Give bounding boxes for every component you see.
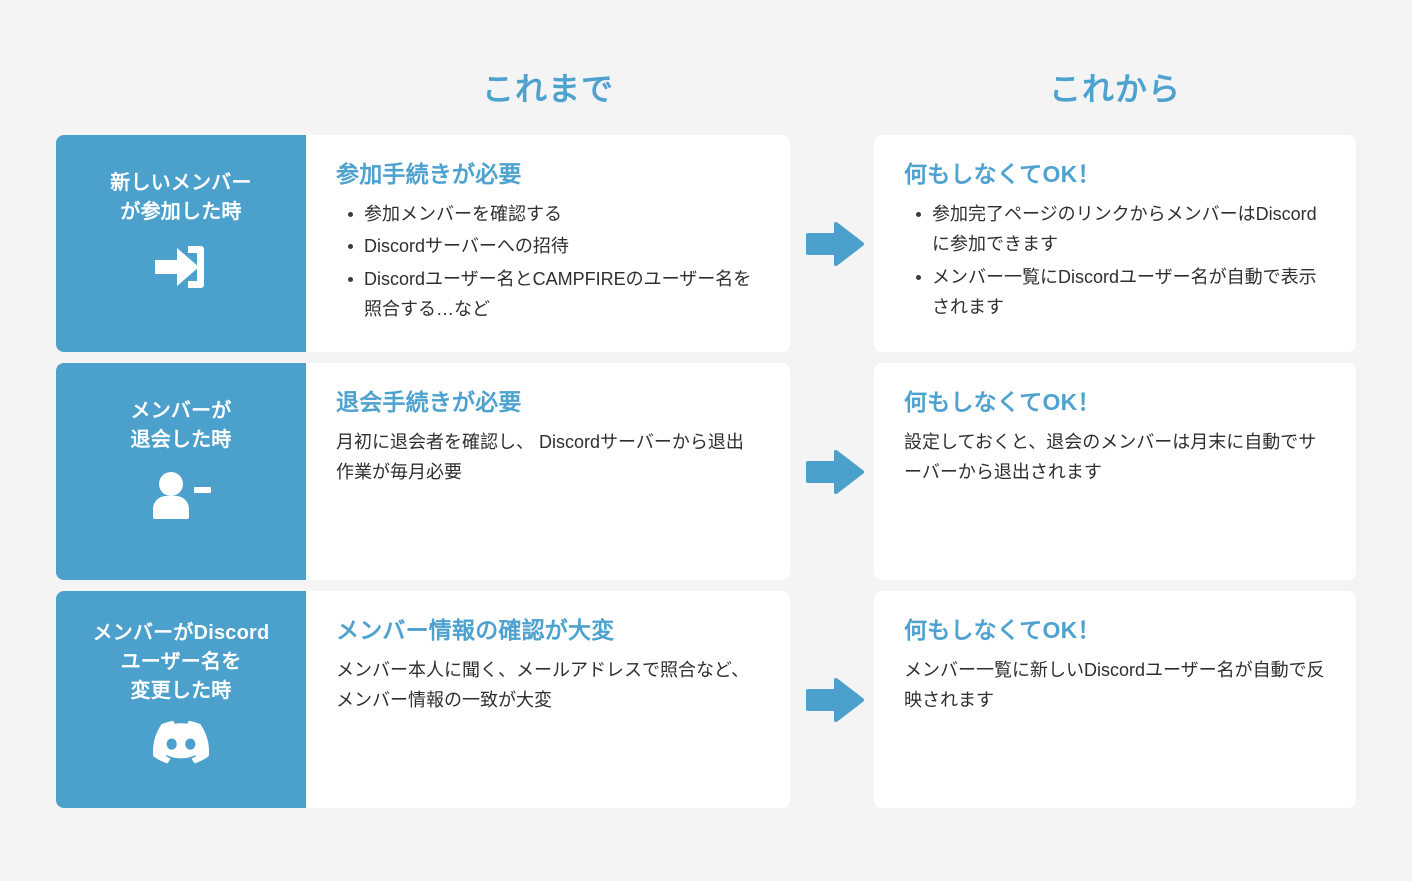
row-label-text: メンバーが 退会した時 <box>130 400 232 451</box>
right-arrow-icon <box>806 677 864 723</box>
after-card-text: メンバー一覧に新しいDiscordユーザー名が自動で反映されます <box>904 659 1325 711</box>
after-card: 何もしなくてOK！ 設定しておくと、退会のメンバーは月末に自動でサーバーから退出… <box>874 363 1356 580</box>
column-header-after: これから <box>1048 71 1181 107</box>
user-minus-icon <box>150 469 212 521</box>
row-label-text: メンバーがDiscord ユーザー名を 変更した時 <box>92 622 270 702</box>
before-card: 退会手続きが必要 月初に退会者を確認し、 Discordサーバーから退出作業が毎… <box>306 363 790 580</box>
comparison-rows: 新しいメンバー が参加した時 参加手続きが必要 参加メンバーを確認する Disc… <box>0 135 1412 819</box>
before-card-title: メンバー情報の確認が大変 <box>336 617 615 643</box>
after-card-title: 何もしなくてOK！ <box>904 161 1101 187</box>
column-header-before: これまで <box>481 71 614 107</box>
list-item: 参加メンバーを確認する <box>348 199 760 230</box>
list-item: メンバー一覧にDiscordユーザー名が自動で表示されます <box>916 262 1326 323</box>
comparison-row: メンバーがDiscord ユーザー名を 変更した時 メンバー情報の確認が大変 メ… <box>0 591 1412 808</box>
right-arrow-icon <box>806 449 864 495</box>
list-item: 参加完了ページのリンクからメンバーはDiscordに参加できます <box>916 199 1326 260</box>
after-card: 何もしなくてOK！ メンバー一覧に新しいDiscordユーザー名が自動で反映され… <box>874 591 1356 808</box>
list-item: Discordサーバーへの招待 <box>348 231 760 262</box>
comparison-row: 新しいメンバー が参加した時 参加手続きが必要 参加メンバーを確認する Disc… <box>0 135 1412 352</box>
list-item: Discordユーザー名とCAMPFIREのユーザー名を照合する…など <box>348 264 760 325</box>
after-card-text: 設定しておくと、退会のメンバーは月末に自動でサーバーから退出されます <box>904 431 1317 483</box>
after-card-title: 何もしなくてOK！ <box>904 617 1101 643</box>
row-label-new-member: 新しいメンバー が参加した時 <box>56 135 306 352</box>
sign-in-icon <box>155 241 207 293</box>
row-label-member-left: メンバーが 退会した時 <box>56 363 306 580</box>
right-arrow-icon <box>806 221 864 267</box>
before-card-text: 月初に退会者を確認し、 Discordサーバーから退出作業が毎月必要 <box>336 431 744 483</box>
row-label-text: 新しいメンバー が参加した時 <box>110 172 252 223</box>
before-card-text: メンバー本人に聞く、メールアドレスで照合など、メンバー情報の一致が大変 <box>336 659 750 711</box>
before-card-title: 参加手続きが必要 <box>336 161 522 187</box>
after-card-title: 何もしなくてOK！ <box>904 389 1101 415</box>
before-card: 参加手続きが必要 参加メンバーを確認する Discordサーバーへの招待 Dis… <box>306 135 790 352</box>
column-headers: これまで これから <box>0 64 1412 122</box>
before-card-title: 退会手続きが必要 <box>336 389 522 415</box>
before-card: メンバー情報の確認が大変 メンバー本人に聞く、メールアドレスで照合など、メンバー… <box>306 591 790 808</box>
after-card-list: 参加完了ページのリンクからメンバーはDiscordに参加できます メンバー一覧に… <box>904 199 1326 323</box>
comparison-row: メンバーが 退会した時 退会手続きが必要 月初に退会者を確認し、 Discord… <box>0 363 1412 580</box>
before-card-list: 参加メンバーを確認する Discordサーバーへの招待 Discordユーザー名… <box>336 199 760 325</box>
row-label-username-change: メンバーがDiscord ユーザー名を 変更した時 <box>56 591 306 808</box>
after-card: 何もしなくてOK！ 参加完了ページのリンクからメンバーはDiscordに参加でき… <box>874 135 1356 352</box>
discord-logo-icon <box>153 716 209 768</box>
